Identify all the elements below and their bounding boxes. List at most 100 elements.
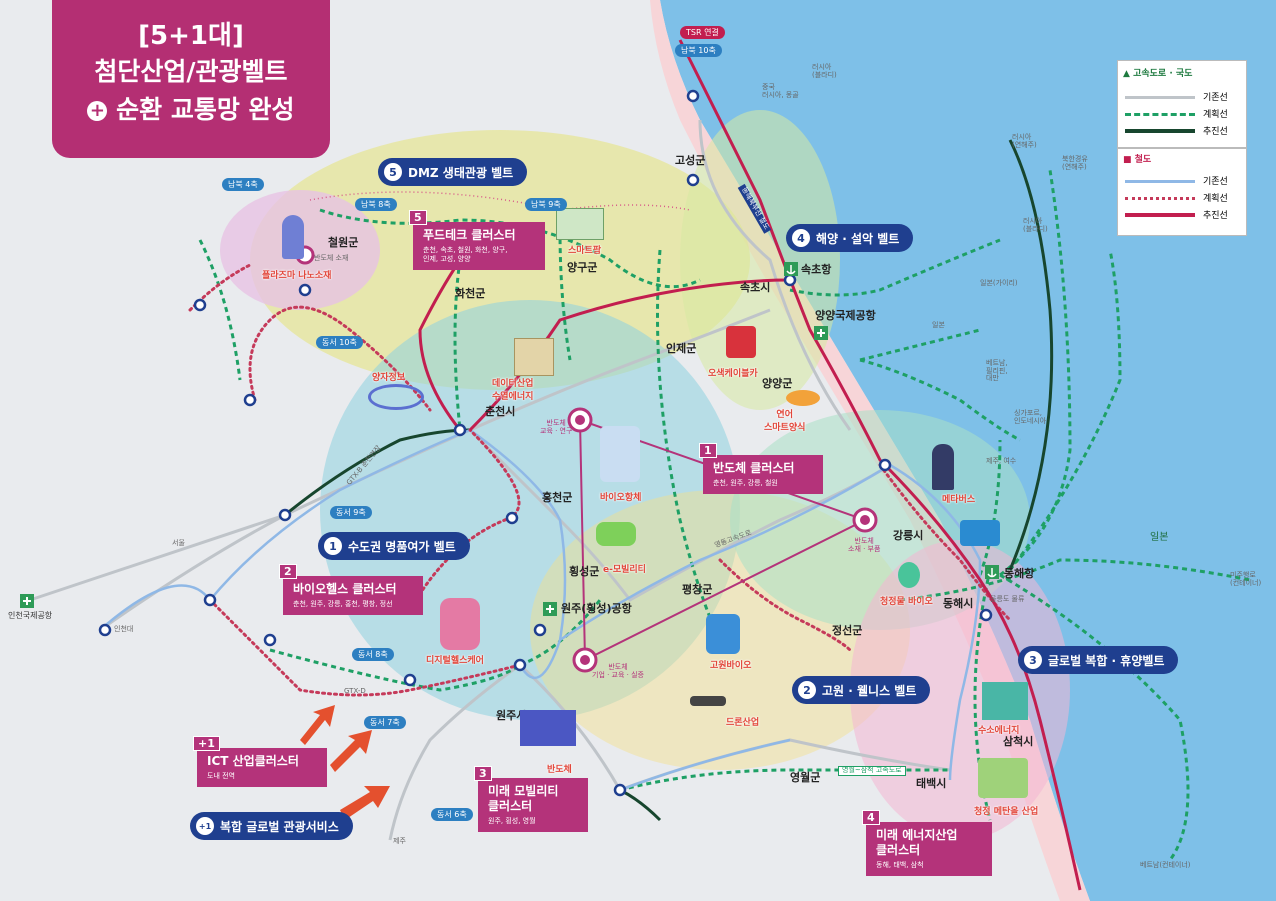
chip-icon xyxy=(520,710,576,746)
node-chuncheon-semi: 반도체 교육 · 연구 xyxy=(540,419,573,435)
belt-number: 3 xyxy=(1024,651,1042,669)
city-goseong: 고성군 xyxy=(675,154,706,167)
legend-road-header: ▲ 고속도로 · 국도 xyxy=(1123,69,1193,79)
legend-road-promoting: 추진선 xyxy=(1203,127,1228,137)
label-seoul: 서울 xyxy=(172,539,185,547)
belt-label: 해양 · 설악 벨트 xyxy=(816,231,900,246)
title-line3: 순환 교통망 완성 xyxy=(116,95,295,124)
cluster-4-energy: 4 미래 에너지산업 클러스터 동해, 태백, 삼척 xyxy=(862,810,992,877)
cablecar-icon xyxy=(726,326,756,358)
legend-road-existing: 기존선 xyxy=(1203,93,1228,103)
airport-icon-incheon xyxy=(20,594,34,608)
cluster-title: 미래 모빌리티 클러스터 xyxy=(488,784,559,813)
city-taebaek: 태백시 xyxy=(916,777,947,790)
belt-1-sudogwon: 1 수도권 명품여가 벨트 xyxy=(318,532,470,560)
city-hongcheon: 홍천군 xyxy=(542,491,573,504)
place-yangyang-airport: 양양국제공항 xyxy=(815,309,876,322)
ind-bio: 바이오항체 xyxy=(600,493,642,503)
cluster-sub: 동해, 태백, 삼척 xyxy=(876,861,924,869)
cluster-sub: 원주, 횡성, 영월 xyxy=(488,817,536,825)
legend-road-existing-line xyxy=(1125,96,1195,99)
legend-rail-header: ■ 철도 xyxy=(1123,155,1152,165)
tag-tsr: TSR 연결 xyxy=(680,26,725,39)
microscope-icon xyxy=(600,426,640,482)
plus-service: +1 복합 글로벌 관광서비스 xyxy=(190,812,353,840)
legend-rail-planned-line xyxy=(1125,197,1195,200)
ind-hydrogen: 수소에너지 xyxy=(978,726,1020,736)
city-hwacheon: 화천군 xyxy=(455,287,486,300)
dest-japan-jp: 일본(가이리) xyxy=(980,279,1018,287)
ind-smartfarm: 스마트팜 xyxy=(568,246,602,256)
cluster-title: ICT 산업클러스터 xyxy=(207,754,299,768)
dest-jeju-yeosu: 제주, 여수 xyxy=(986,457,1017,465)
hydrogen-station-icon xyxy=(982,682,1028,720)
ind-data: 데이터산업 수열에너지 xyxy=(492,379,534,402)
route-yeongwol-samcheok: 영월~삼척 고속도로 xyxy=(838,766,906,776)
tag-dongseo6: 동서 6축 xyxy=(431,808,473,821)
tag-dongseo10: 동서 10축 xyxy=(316,336,363,349)
city-yanggu: 양구군 xyxy=(567,261,598,274)
airport-icon-wonju xyxy=(543,602,557,616)
car-green-icon xyxy=(596,522,636,546)
arrow-icons xyxy=(300,705,390,820)
legend-rail-planned: 계획선 xyxy=(1203,194,1228,204)
cluster-sub: 도내 전역 xyxy=(207,772,235,780)
belt-number: 5 xyxy=(384,163,402,181)
city-yangyang: 양양군 xyxy=(762,377,793,390)
node-wonju-semi: 반도체 기업 · 교육 · 실증 xyxy=(592,663,644,679)
rail-promoting xyxy=(418,39,1082,891)
dest-usa: 미주행로 (컨테이너) xyxy=(1230,571,1262,587)
legend-road-planned-line xyxy=(1125,113,1195,116)
city-chuncheon: 춘천시 xyxy=(485,405,516,418)
place-sokcho-port: 속초항 xyxy=(801,263,832,276)
cluster-sub: 춘천, 원주, 강릉, 철원 xyxy=(713,479,778,487)
legend-rail-promoting: 추진선 xyxy=(1203,211,1228,221)
legend-road-planned: 계획선 xyxy=(1203,110,1228,120)
cluster-sub: 춘천, 원주, 강릉, 홍천, 평창, 정선 xyxy=(293,600,393,608)
title-line3-row: + 순환 교통망 완성 xyxy=(52,96,330,124)
doctor-icon xyxy=(440,598,480,650)
city-inje: 인제군 xyxy=(666,342,697,355)
cluster-title: 반도체 클러스터 xyxy=(713,461,795,475)
cluster-2-biohealth: 2 바이오헬스 클러스터 춘천, 원주, 강릉, 홍천, 평창, 정선 xyxy=(279,564,423,616)
wave-icon xyxy=(368,384,424,410)
tag-nambuk9: 남북 9축 xyxy=(525,198,567,211)
city-cheorwon: 철원군 xyxy=(328,236,359,249)
dest-russia-vladi: 러시아 (블라디) xyxy=(812,63,837,79)
cluster-number: 3 xyxy=(474,766,492,781)
train-icon: ■ xyxy=(1123,155,1132,165)
water-icon xyxy=(898,562,920,588)
dest-russia2: 러시아 (블라디) xyxy=(1023,217,1048,233)
ind-emobility: e-모빌리티 xyxy=(603,565,646,575)
cluster-3-mobility: 3 미래 모빌리티 클러스터 원주, 횡성, 영월 xyxy=(474,766,588,833)
cluster-1-semiconductor: 1 반도체 클러스터 춘천, 원주, 강릉, 철원 xyxy=(699,443,823,495)
vr-person-icon xyxy=(932,444,954,490)
plus-service-label: 복합 글로벌 관광서비스 xyxy=(220,819,339,834)
place-wonju-airport: 원주(횡성)공항 xyxy=(561,602,632,615)
cluster-number: 5 xyxy=(409,210,427,225)
dest-singapore: 싱가포르, 인도네시아 xyxy=(1014,409,1047,425)
place-donghae-port: 동해항 xyxy=(1004,567,1035,580)
city-jeongseon: 정선군 xyxy=(832,624,863,637)
belt-number: 2 xyxy=(798,681,816,699)
cluster-title: 푸드테크 클러스터 xyxy=(423,228,516,242)
greenhouse-icon xyxy=(556,208,604,240)
legend-roads xyxy=(1117,60,1247,148)
city-wonju: 원주시 xyxy=(496,709,527,722)
rail-existing xyxy=(99,428,982,792)
node-gangneung-semi: 반도체 소재 · 부품 xyxy=(848,537,881,553)
anchor-icon-sokcho xyxy=(784,262,798,276)
dest-vietnam2: 베트남(컨테이너) xyxy=(1140,861,1191,869)
cluster-number: 4 xyxy=(862,810,880,825)
tag-nambuk4: 남북 4축 xyxy=(222,178,264,191)
dest-nk-russia: 북한경유 (연해주) xyxy=(1062,155,1088,171)
tag-nambuk8: 남북 8축 xyxy=(355,198,397,211)
server-icon xyxy=(514,338,554,376)
fish-icon xyxy=(786,390,820,406)
dest-russia-jin: 러시아 (연해주) xyxy=(1012,133,1037,149)
city-donghae: 동해시 xyxy=(943,597,974,610)
city-samcheok: 삼척시 xyxy=(1003,735,1034,748)
ind-quantum: 양자정보 xyxy=(372,373,406,383)
ind-digital: 디지털헬스케어 xyxy=(426,656,484,666)
